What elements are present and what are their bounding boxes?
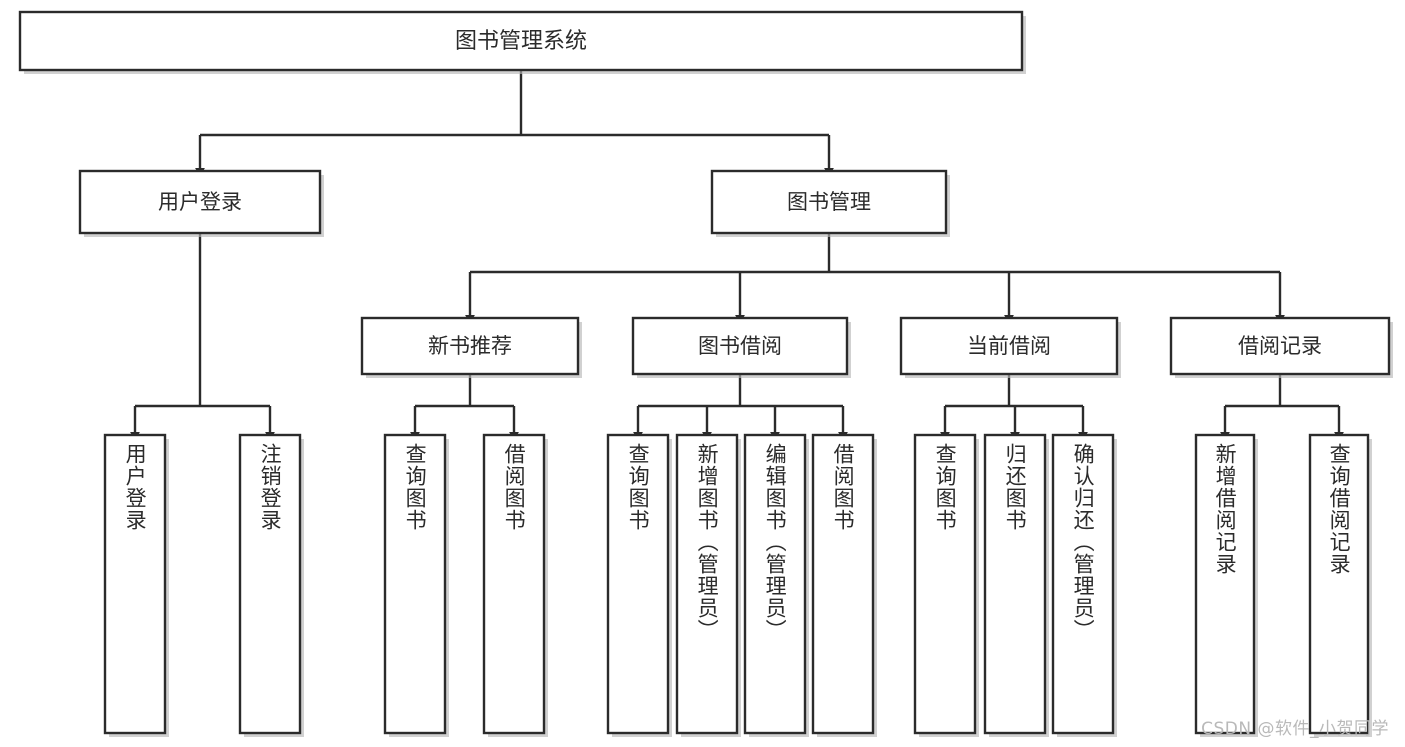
- level3-node-2-label: 当前借阅: [967, 334, 1051, 358]
- level3-node-3[interactable]: [1169, 316, 1391, 376]
- level2-node-1[interactable]: [710, 169, 948, 235]
- level3-node-2[interactable]: [899, 316, 1119, 376]
- leaf-node-7[interactable]: [811, 433, 875, 735]
- level3-node-1-label: 图书借阅: [698, 334, 782, 358]
- root-node[interactable]: [18, 10, 1024, 72]
- edges-layer: [130, 70, 1344, 441]
- leaf-node-6[interactable]: [743, 433, 807, 735]
- leaf-node-5[interactable]: [675, 433, 739, 735]
- level2-node-0-label: 用户登录: [158, 190, 242, 214]
- level2-node-1-label: 图书管理: [787, 190, 871, 214]
- level3-node-0[interactable]: [360, 316, 580, 376]
- leaf-node-9[interactable]: [983, 433, 1047, 735]
- leaf-node-10[interactable]: [1051, 433, 1115, 735]
- level3-node-0-label: 新书推荐: [428, 334, 512, 358]
- leaf-node-12[interactable]: [1308, 433, 1370, 735]
- leaf-node-11[interactable]: [1194, 433, 1256, 735]
- leaf-node-3[interactable]: [482, 433, 546, 735]
- level3-node-1[interactable]: [631, 316, 849, 376]
- level2-node-0[interactable]: [78, 169, 322, 235]
- root-node-label: 图书管理系统: [455, 29, 587, 54]
- leaf-node-4[interactable]: [606, 433, 670, 735]
- level3-node-3-label: 借阅记录: [1238, 334, 1322, 358]
- leaf-node-2[interactable]: [383, 433, 447, 735]
- leaf-node-1[interactable]: [238, 433, 302, 735]
- leaf-node-0[interactable]: [103, 433, 167, 735]
- node-boxes-layer: [18, 10, 1391, 735]
- leaf-node-8[interactable]: [913, 433, 977, 735]
